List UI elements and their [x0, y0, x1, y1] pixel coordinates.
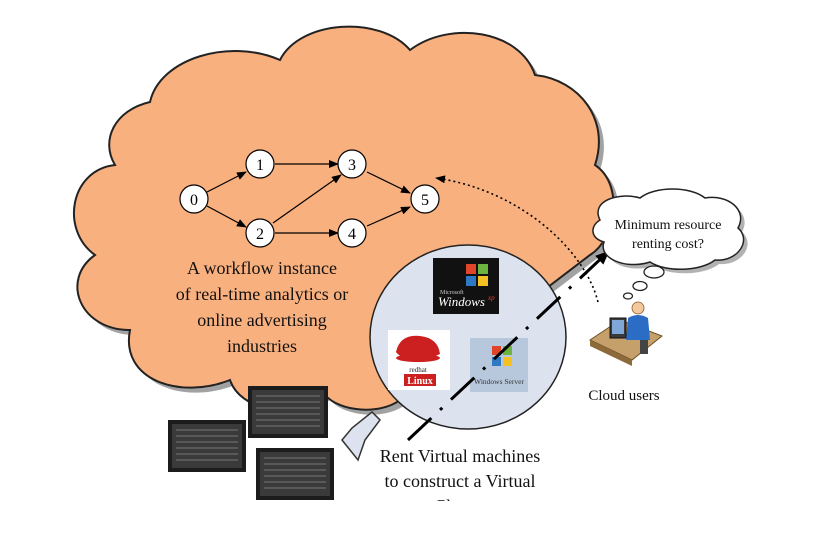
node-label-4: 4 [348, 226, 356, 243]
cloud-text-line-4: industries [227, 336, 297, 356]
dotted-request-line [435, 175, 599, 303]
redhat-linux-logo: redhat Linux [388, 330, 450, 390]
windows-xp-text: Windows [438, 294, 485, 309]
server-rack-2 [248, 386, 328, 438]
cloud-users-label: Cloud users [588, 388, 659, 404]
cloud-text-line-2: of real-time analytics or [176, 284, 348, 304]
edge-0-2 [206, 205, 247, 228]
windows-xp-suffix: xp [487, 294, 495, 302]
windows-xp-small-text: Microsoft [440, 289, 464, 296]
node-label-2: 2 [256, 226, 264, 243]
redhat-top-text: redhat [409, 366, 427, 374]
workflow-node-1: 1 [245, 149, 275, 179]
workflow-node-0: 0 [179, 184, 209, 214]
windows-xp-logo: Microsoft Windows xp [433, 258, 499, 314]
rent-text-line-2: to construct a Virtual [384, 471, 535, 491]
bubble-text-line-1: Minimum resource [615, 218, 722, 233]
edge-4-5 [366, 206, 411, 227]
rent-description: Rent Virtual machines to construct a Vir… [380, 446, 541, 516]
cloud-description: A workflow instance of real-time analyti… [176, 258, 348, 356]
workflow-node-3: 3 [337, 149, 367, 179]
rent-text-line-3: Cluster [434, 496, 486, 516]
cloud-text-line-1: A workflow instance [187, 258, 337, 278]
windows-server-logo: Windows Server [470, 338, 528, 392]
edge-0-1 [206, 171, 247, 193]
node-label-3: 3 [348, 157, 356, 174]
windows-server-text: Windows Server [474, 377, 524, 386]
node-label-0: 0 [190, 192, 198, 209]
workflow-edges [206, 160, 411, 237]
rent-arrow [341, 410, 381, 462]
node-label-5: 5 [421, 192, 429, 209]
cloud-user-icon [588, 301, 663, 366]
edge-2-3 [272, 174, 342, 224]
bottom-crop-band [0, 501, 820, 542]
workflow-node-2: 2 [245, 218, 275, 248]
rent-text-line-1: Rent Virtual machines [380, 446, 541, 466]
server-rack-1 [168, 420, 246, 472]
workflow-node-4: 4 [337, 218, 367, 248]
node-label-1: 1 [256, 157, 264, 174]
thought-bubble: Minimum resource renting cost? [592, 188, 748, 300]
workflow-node-5: 5 [410, 184, 440, 214]
bubble-text-line-2: renting cost? [632, 237, 704, 252]
cloud-text-line-3: online advertising [197, 310, 326, 330]
server-rack-3 [256, 448, 334, 500]
edge-3-5 [366, 171, 411, 194]
dashdot-connector [406, 250, 610, 442]
redhat-bottom-text: Linux [407, 376, 433, 387]
